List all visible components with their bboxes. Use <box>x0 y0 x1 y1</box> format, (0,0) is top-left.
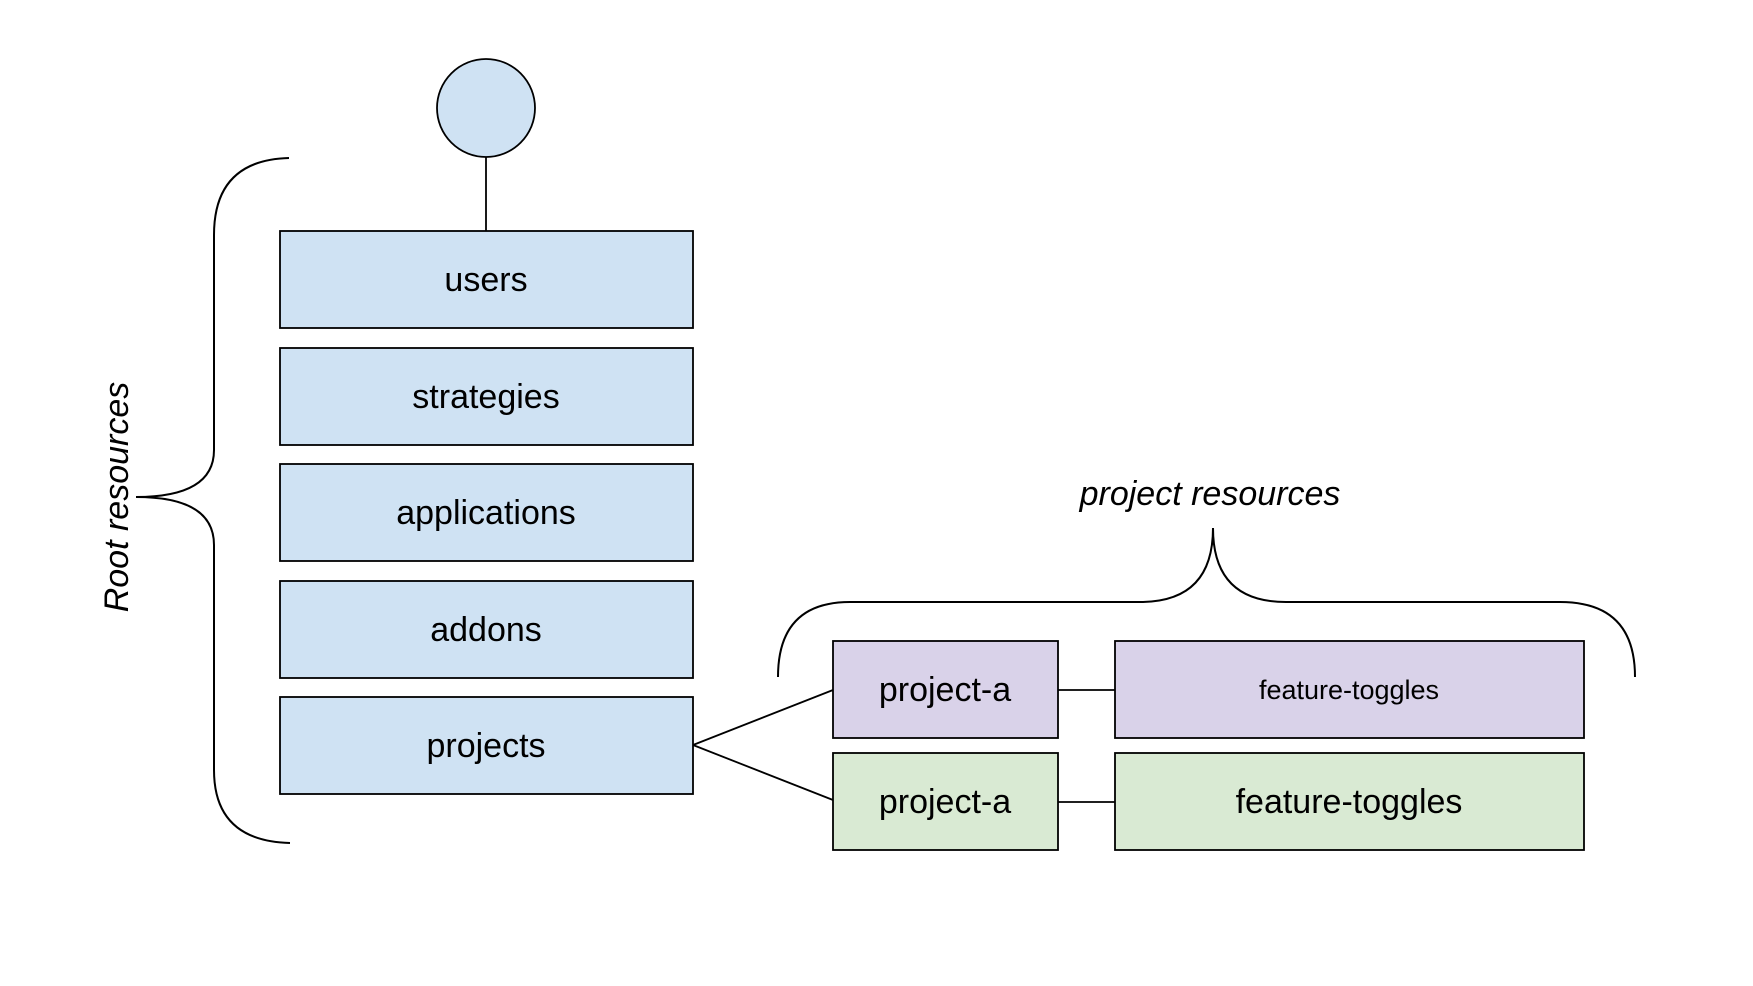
project-resources-label: project resources <box>1079 475 1341 513</box>
root-resources-label: Root resources <box>98 382 136 613</box>
addons-box: addons <box>279 580 694 679</box>
row2-feature-toggles-box-label: feature-toggles <box>1236 783 1463 821</box>
project-row-1: project-a feature-toggles <box>832 640 1585 739</box>
users-box-label: users <box>444 261 527 299</box>
strategies-box: strategies <box>279 347 694 446</box>
addons-box-rect <box>279 580 694 679</box>
row1-project-box-label: project-a <box>879 671 1011 709</box>
row2-project-box-rect <box>832 752 1059 851</box>
project-row-2: project-a feature-toggles <box>832 752 1585 851</box>
row1-project-box-rect <box>832 640 1059 739</box>
strategies-box-rect <box>279 347 694 446</box>
row1-feature-toggles-box-label: feature-toggles <box>1259 675 1439 705</box>
users-box: users <box>279 230 694 329</box>
projects-box: projects <box>279 696 694 795</box>
applications-box: applications <box>279 463 694 562</box>
project-resources-brace <box>777 527 1636 678</box>
applications-box-rect <box>279 463 694 562</box>
root-resources-brace <box>135 157 291 844</box>
strategies-box-label: strategies <box>412 378 559 416</box>
applications-box-label: applications <box>396 494 576 532</box>
row1-feature-toggles-box-rect <box>1114 640 1585 739</box>
projects-box-label: projects <box>426 727 545 765</box>
users-box-rect <box>279 230 694 329</box>
row2-feature-toggles-box-rect <box>1114 752 1585 851</box>
addons-box-label: addons <box>430 611 542 649</box>
root-node-circle <box>436 58 536 158</box>
projects-to-row2-line <box>692 744 834 801</box>
projects-to-row1-line <box>692 689 834 746</box>
row2-project-box-label: project-a <box>879 783 1011 821</box>
